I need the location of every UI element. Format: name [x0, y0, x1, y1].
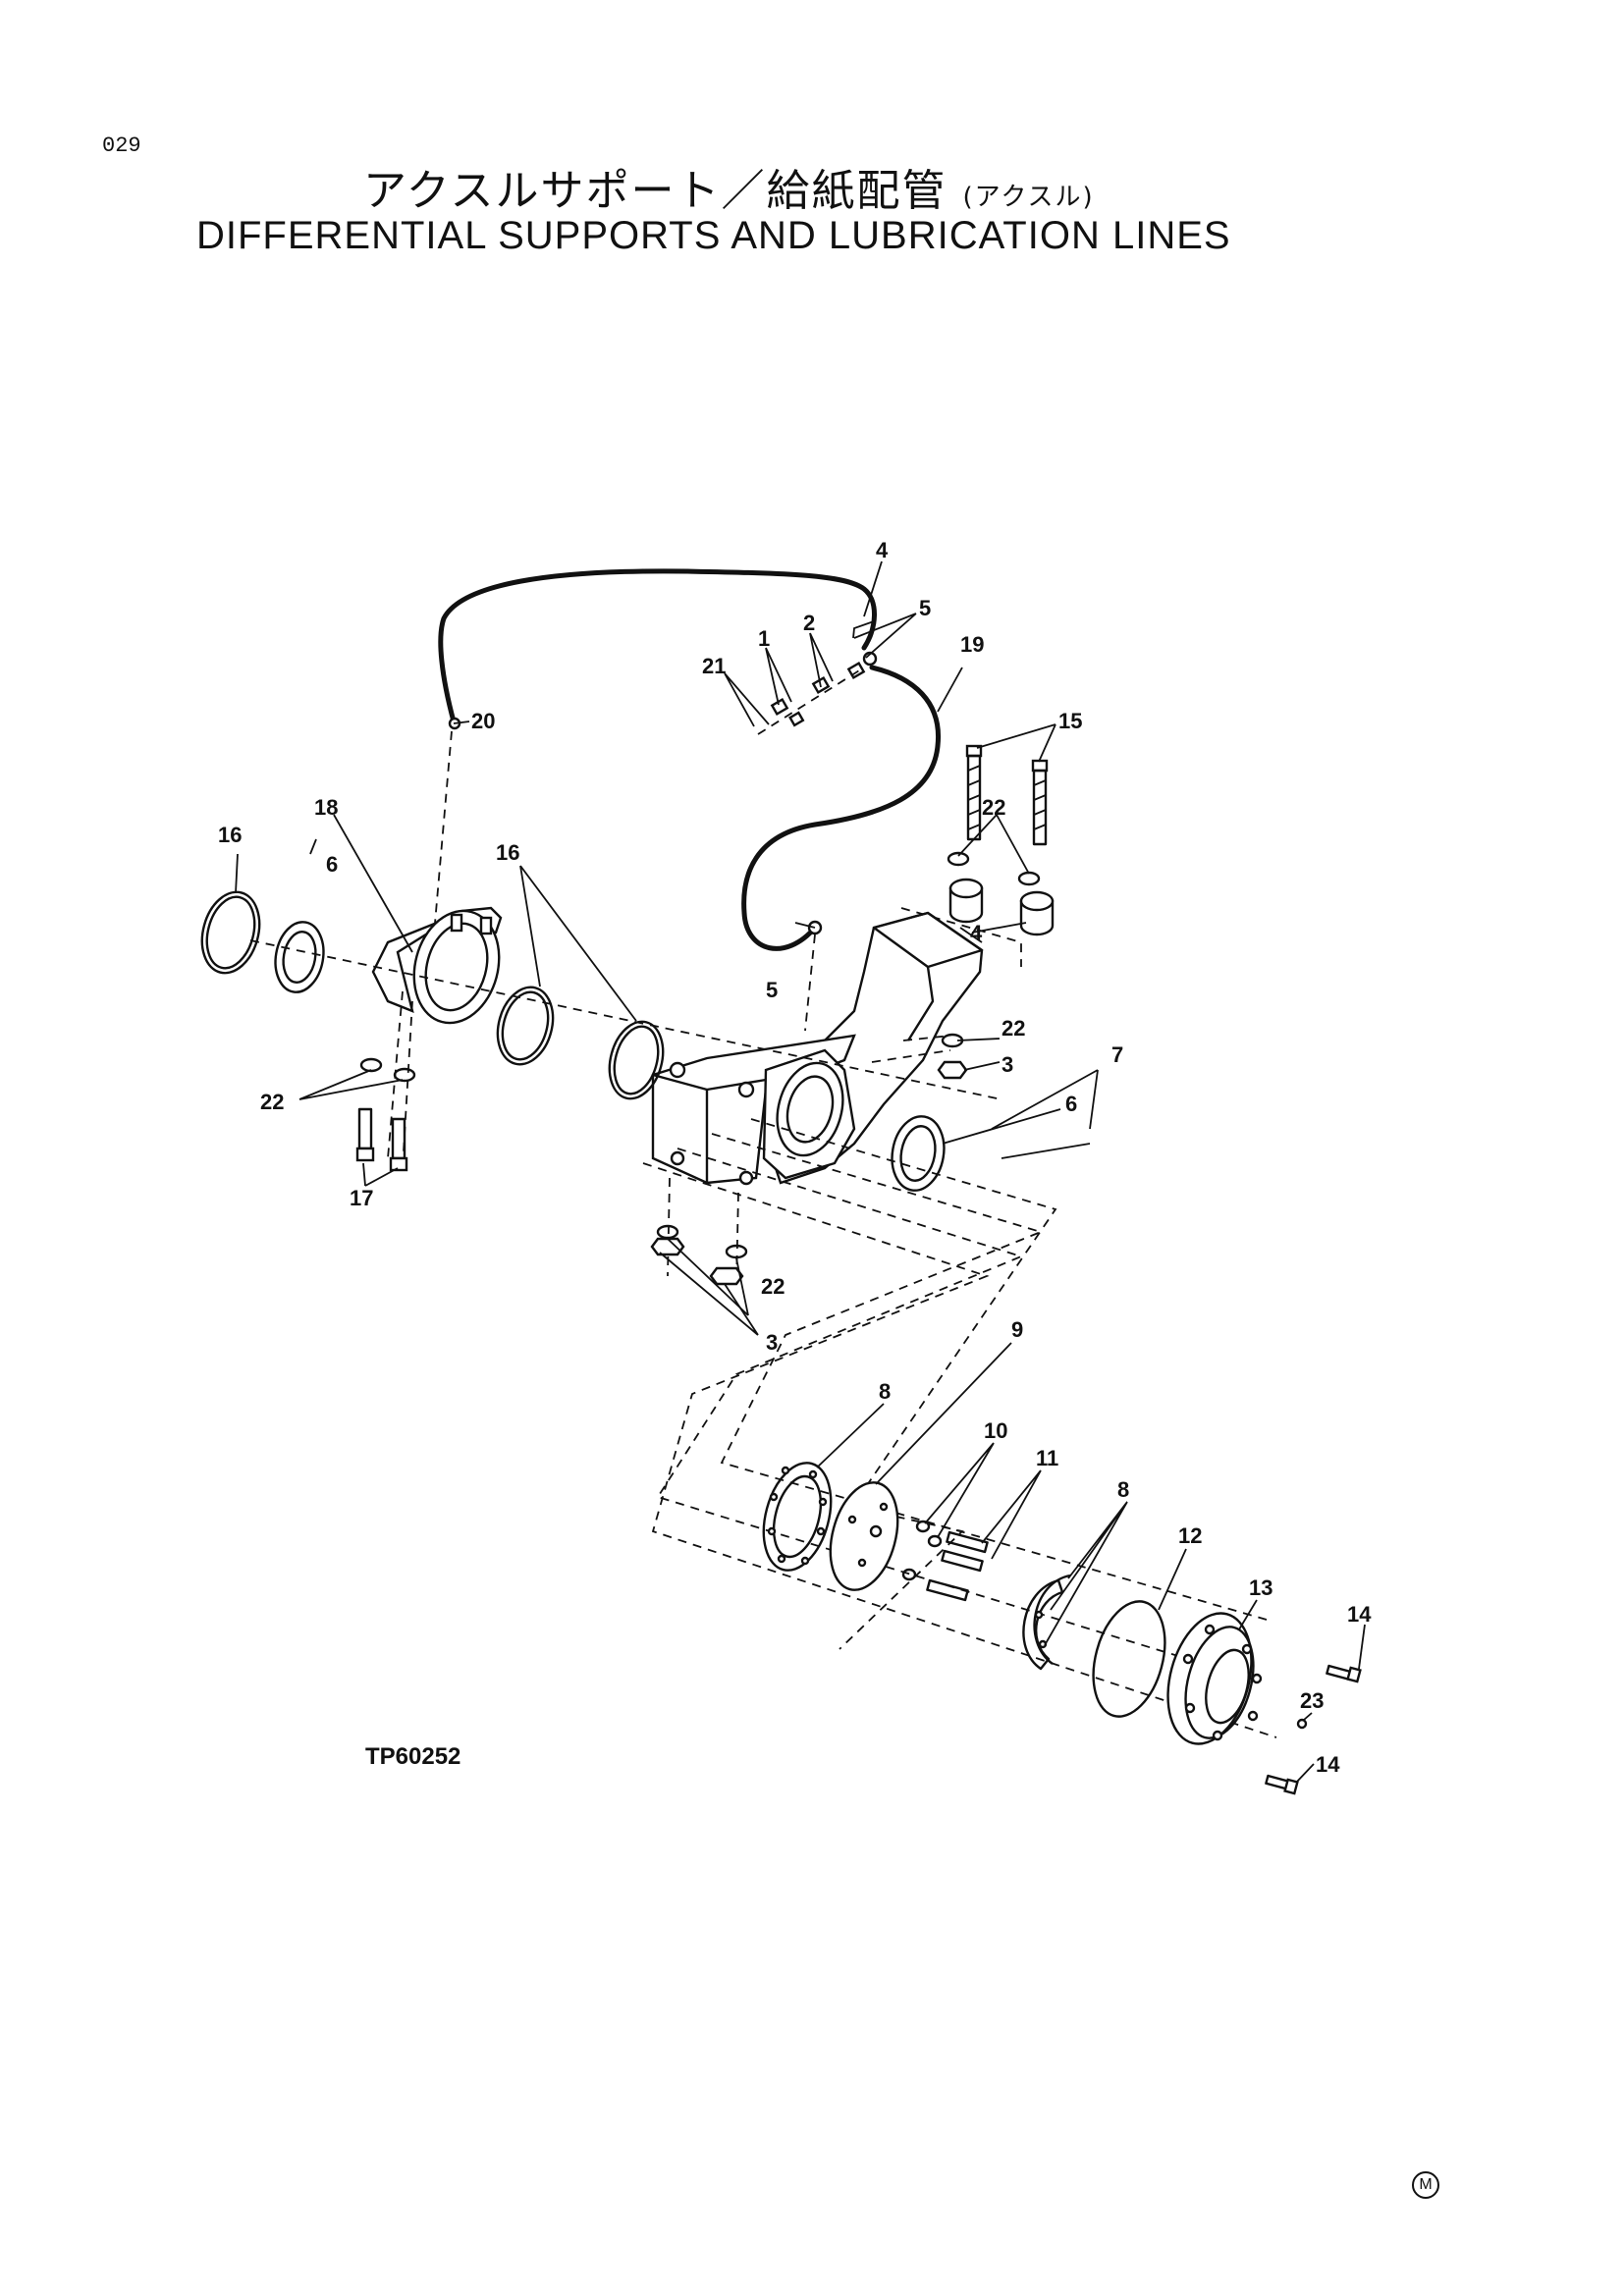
page-title-japanese: アクスルサポート／給紙配管 (アクスル): [363, 155, 1095, 218]
lubrication-hose-lower: [741, 665, 942, 951]
callout-5-upper: 5: [919, 596, 931, 620]
seal-6-right: [891, 1115, 946, 1192]
gasket-8-left: [762, 1462, 833, 1572]
callout-3-right: 3: [1001, 1052, 1013, 1077]
washer-22-cap-right: [393, 1067, 416, 1083]
callout-22-right: 22: [1001, 1016, 1025, 1041]
callout-12: 12: [1178, 1523, 1202, 1548]
o-ring-16-middle: [496, 986, 555, 1066]
plug-23: [1296, 1718, 1308, 1730]
callout-24: 4: [970, 921, 983, 945]
callout-15: 15: [1058, 709, 1082, 733]
callout-23: 23: [1300, 1688, 1324, 1713]
o-ring-16-left-inner: [205, 895, 256, 970]
lubrication-hose-upper: [438, 568, 877, 724]
callout-13: 13: [1249, 1575, 1272, 1600]
o-ring-16-right: [608, 1020, 665, 1100]
callout-14-upper: 14: [1347, 1602, 1372, 1627]
plate-9: [829, 1481, 899, 1591]
axis-line-washer-right: [902, 1035, 951, 1041]
o-ring-16-left: [200, 890, 261, 975]
page-title-english: DIFFERENTIAL SUPPORTS AND LUBRICATION LI…: [196, 214, 1231, 257]
spacer-24-left: [948, 878, 984, 924]
callout-21: 21: [702, 654, 726, 678]
bolt-17-left: [355, 1107, 375, 1162]
callout-2: 2: [803, 611, 815, 635]
callout-17: 17: [350, 1186, 373, 1210]
o-ring-16-right-inner: [613, 1025, 660, 1095]
callout-6-right: 6: [1065, 1092, 1077, 1116]
washer-22-cap-left: [359, 1057, 383, 1073]
spacer-24-right: [1019, 890, 1055, 936]
callout-9: 9: [1011, 1317, 1023, 1342]
nut-3-housing-right: [709, 1266, 744, 1286]
washer-22-top-right: [1017, 871, 1041, 886]
title-japanese-main: アクスルサポート／給紙配管: [363, 166, 947, 216]
bolt-14-upper: [1326, 1664, 1362, 1683]
corner-mark: M: [1412, 2171, 1439, 2199]
callout-3-housing: 3: [766, 1330, 778, 1355]
callout-8-left: 8: [879, 1379, 891, 1404]
callout-8-right: 8: [1117, 1477, 1129, 1502]
seal-6-left: [274, 921, 325, 993]
bearing-cap-18: [371, 906, 503, 1025]
fitting-1: [770, 698, 789, 716]
axis-line-cap-down-2: [402, 1000, 413, 1169]
axis-line-upper: [249, 939, 1002, 1100]
callout-16-middle: 16: [496, 840, 519, 865]
bolt-15-left: [965, 744, 983, 841]
callout-6-left: 6: [326, 852, 338, 877]
axis-line-nut-right: [871, 1049, 951, 1063]
nut-3-housing-left: [650, 1237, 685, 1256]
callout-7: 7: [1111, 1042, 1123, 1067]
callout-19: 19: [960, 632, 984, 657]
fitting-dash-line: [757, 667, 865, 735]
assembly-route-middle: [711, 1133, 1268, 1621]
callout-1: 1: [758, 626, 770, 651]
washer-22-top-left: [947, 851, 970, 867]
callout-22-housing: 22: [761, 1274, 785, 1299]
o-ring-12: [1092, 1600, 1166, 1718]
bolt-15-right: [1031, 759, 1049, 846]
axle-support-housing: [651, 911, 984, 1186]
callout-10: 10: [984, 1418, 1007, 1443]
title-japanese-sub: (アクスル): [962, 183, 1095, 212]
fitting-5-top: [846, 662, 866, 679]
leader-lines: [235, 561, 1366, 1784]
drawing-id: TP60252: [365, 1743, 461, 1770]
callout-22-cap: 22: [260, 1090, 284, 1114]
callout-22-top: 22: [982, 795, 1005, 820]
callout-14-lower: 14: [1316, 1752, 1340, 1777]
callout-16-left: 16: [218, 823, 242, 847]
assembly-route-lower: [642, 1162, 1277, 1738]
page-number: 029: [102, 133, 141, 158]
bolt-14-lower: [1265, 1774, 1299, 1795]
fitting-21: [788, 711, 805, 727]
nut-3-right: [937, 1060, 968, 1080]
bolt-17-right: [389, 1117, 408, 1172]
washer-22-housing-right: [725, 1244, 748, 1259]
hose-drop-line: [431, 730, 453, 958]
callout-18: 18: [314, 795, 338, 820]
callout-5-lower: 5: [766, 978, 778, 1002]
callout-20: 20: [471, 709, 495, 733]
shim-8-right: [1022, 1574, 1071, 1671]
callout-4-hose: 4: [876, 538, 889, 562]
hose-drop-line-2: [804, 934, 816, 1032]
cover-13: [1166, 1612, 1263, 1745]
callout-11: 11: [1036, 1446, 1058, 1470]
washers-10: [901, 1520, 943, 1581]
o-ring-16-middle-inner: [501, 990, 550, 1061]
bolts-11: [926, 1530, 989, 1602]
